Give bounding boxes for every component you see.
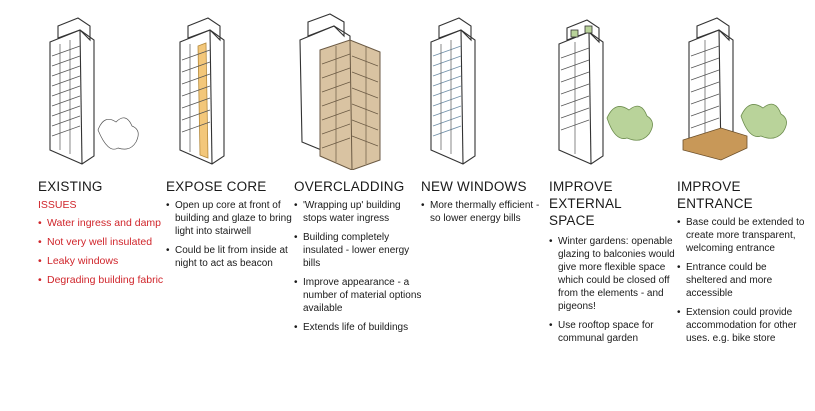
- list-item: Degrading building fabric: [38, 273, 168, 287]
- issues-subhead: ISSUES: [38, 199, 77, 211]
- list-item: Water ingress and damp: [38, 216, 168, 230]
- external-space-list: Winter gardens: openable glazing to balc…: [549, 235, 679, 351]
- expose-core-tower-sketch: [179, 17, 225, 165]
- list-item: Use rooftop space for communal garden: [549, 319, 679, 345]
- panel-title: EXISTING: [38, 179, 103, 194]
- panel-title: OVERCLADDING: [294, 179, 405, 194]
- panel-title: IMPROVE ENTRANCE: [677, 179, 753, 211]
- external-space-tower-sketch: [558, 19, 653, 165]
- overcladding-list: 'Wrapping up' building stops water ingre…: [294, 199, 424, 340]
- list-item: Could be lit from inside at night to act…: [166, 244, 296, 270]
- list-item: Improve appearance - a number of materia…: [294, 276, 424, 315]
- list-item: Building completely insulated - lower en…: [294, 231, 424, 270]
- panel-title: NEW WINDOWS: [421, 179, 527, 194]
- panel-title: IMPROVE EXTERNAL SPACE: [549, 179, 622, 228]
- panel-existing: EXISTING ISSUES Water ingress and damp N…: [38, 0, 166, 411]
- panel-improve-entrance: IMPROVE ENTRANCE Base could be extended …: [677, 0, 805, 411]
- panel-improve-external-space: IMPROVE EXTERNAL SPACE Winter gardens: o…: [549, 0, 677, 411]
- list-item: Extends life of buildings: [294, 321, 424, 334]
- entrance-list: Base could be extended to create more tr…: [677, 216, 807, 351]
- panel-expose-core: EXPOSE CORE Open up core at front of bui…: [166, 0, 294, 411]
- panel-overcladding: OVERCLADDING 'Wrapping up' building stop…: [294, 0, 422, 411]
- list-item: Open up core at front of building and gl…: [166, 199, 296, 238]
- new-windows-tower-sketch: [430, 17, 476, 165]
- issues-list: Water ingress and damp Not very well ins…: [38, 216, 168, 292]
- list-item: Extension could provide accommodation fo…: [677, 306, 807, 345]
- new-windows-list: More thermally efficient - so lower ener…: [421, 199, 551, 231]
- expose-core-list: Open up core at front of building and gl…: [166, 199, 296, 276]
- list-item: Base could be extended to create more tr…: [677, 216, 807, 255]
- list-item: Entrance could be sheltered and more acc…: [677, 261, 807, 300]
- panel-title: EXPOSE CORE: [166, 179, 267, 194]
- list-item: Leaky windows: [38, 254, 168, 268]
- list-item: More thermally efficient - so lower ener…: [421, 199, 551, 225]
- panel-new-windows: NEW WINDOWS More thermally efficient - s…: [421, 0, 549, 411]
- existing-tower-sketch: [49, 17, 139, 165]
- overcladding-tower-sketch: [299, 13, 381, 170]
- list-item: Not very well insulated: [38, 235, 168, 249]
- list-item: 'Wrapping up' building stops water ingre…: [294, 199, 424, 225]
- list-item: Winter gardens: openable glazing to balc…: [549, 235, 679, 313]
- entrance-tower-sketch: [682, 17, 787, 161]
